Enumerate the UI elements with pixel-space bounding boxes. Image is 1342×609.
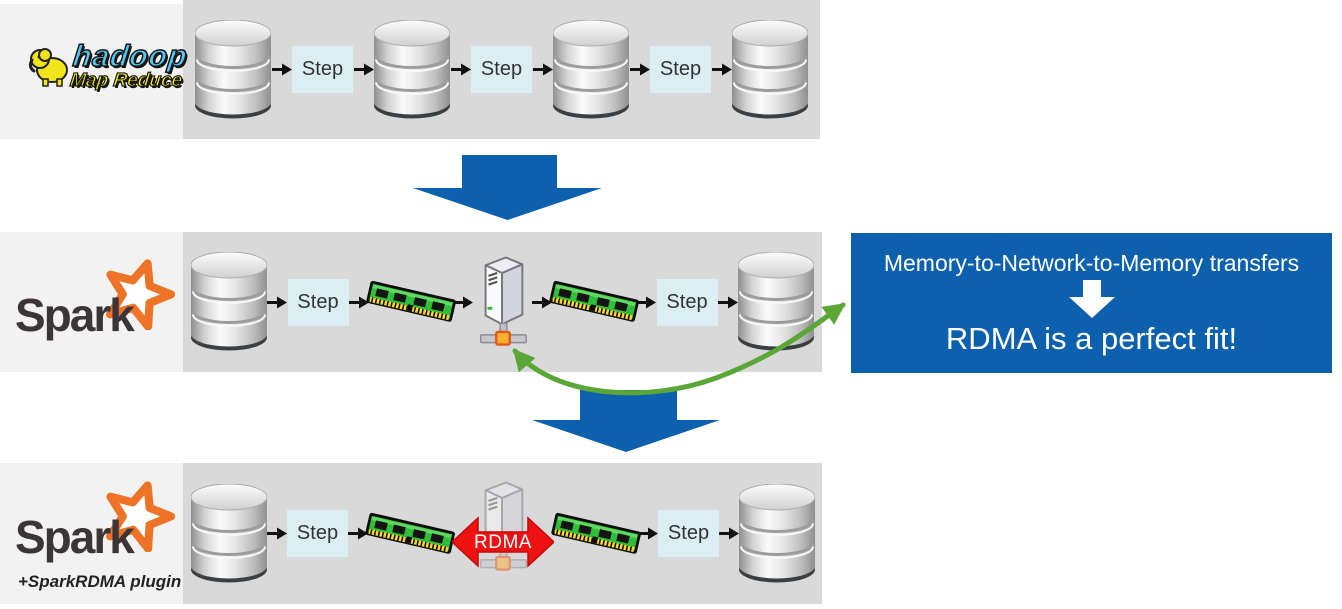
spark-rdma-pipeline-panel: Step RDMA Step [183, 463, 822, 604]
right-arrow-icon [533, 63, 553, 76]
database-icon [191, 484, 267, 584]
callout-down-arrow-icon [1068, 279, 1115, 318]
memory-module-icon [368, 502, 452, 566]
spark-star-icon [106, 481, 176, 552]
spark-pipeline-panel: Step Step [183, 232, 822, 372]
right-arrow-icon [267, 296, 287, 309]
right-arrow-icon [272, 63, 292, 76]
spark-logo: Spark [12, 256, 192, 366]
memory-module-icon [552, 270, 636, 334]
step-box: Step [650, 46, 711, 93]
right-arrow-icon [451, 63, 471, 76]
callout-box: Memory-to-Network-to-Memory transfers RD… [851, 233, 1332, 373]
server-tower-icon [474, 253, 532, 351]
hadoop-mapreduce-logo: hadoop Map Reduce [28, 39, 190, 92]
spark-rdma-logo: Spark +SparkRDMA plugin [12, 478, 192, 600]
spark-logo-title: Spark [15, 511, 135, 563]
right-arrow-icon [719, 527, 739, 540]
callout-line1: Memory-to-Network-to-Memory transfers [883, 249, 1300, 276]
hadoop-logo-subtitle: Map Reduce [68, 69, 184, 91]
hadoop-logo-title: hadoop [70, 39, 190, 74]
database-icon [374, 20, 450, 120]
right-arrow-icon [630, 63, 650, 76]
big-down-arrow-icon [413, 155, 602, 220]
step-box: Step [471, 46, 532, 93]
database-icon [738, 252, 814, 352]
right-arrow-icon [712, 63, 732, 76]
memory-module-icon [554, 502, 638, 566]
spark-star-icon [106, 259, 176, 330]
step-box: Step [658, 510, 719, 557]
spark-logo-title: Spark [15, 289, 135, 341]
database-icon [195, 20, 271, 120]
hadoop-logo-area [0, 4, 183, 139]
step-box: Step [656, 278, 718, 326]
callout-line2: RDMA is a perfect fit! [945, 320, 1238, 356]
database-icon [732, 20, 808, 120]
hadoop-pipeline-panel: Step Step Step [183, 0, 820, 139]
right-arrow-icon [267, 527, 287, 540]
rdma-label: RDMA [474, 531, 532, 553]
big-down-arrow-icon [532, 390, 720, 452]
right-arrow-icon [354, 63, 374, 76]
hadoop-elephant-icon [28, 48, 68, 87]
rdma-transfer-group: RDMA [452, 476, 554, 592]
database-icon [553, 20, 629, 120]
step-box: Step [287, 510, 348, 557]
step-box: Step [292, 46, 353, 93]
memory-module-icon [369, 270, 453, 334]
database-icon [191, 252, 267, 352]
red-double-arrow-icon [452, 515, 554, 568]
spark-rdma-plugin-label: +SparkRDMA plugin [18, 572, 182, 591]
right-arrow-icon [718, 296, 738, 309]
database-icon [739, 484, 815, 584]
step-box: Step [287, 278, 349, 326]
